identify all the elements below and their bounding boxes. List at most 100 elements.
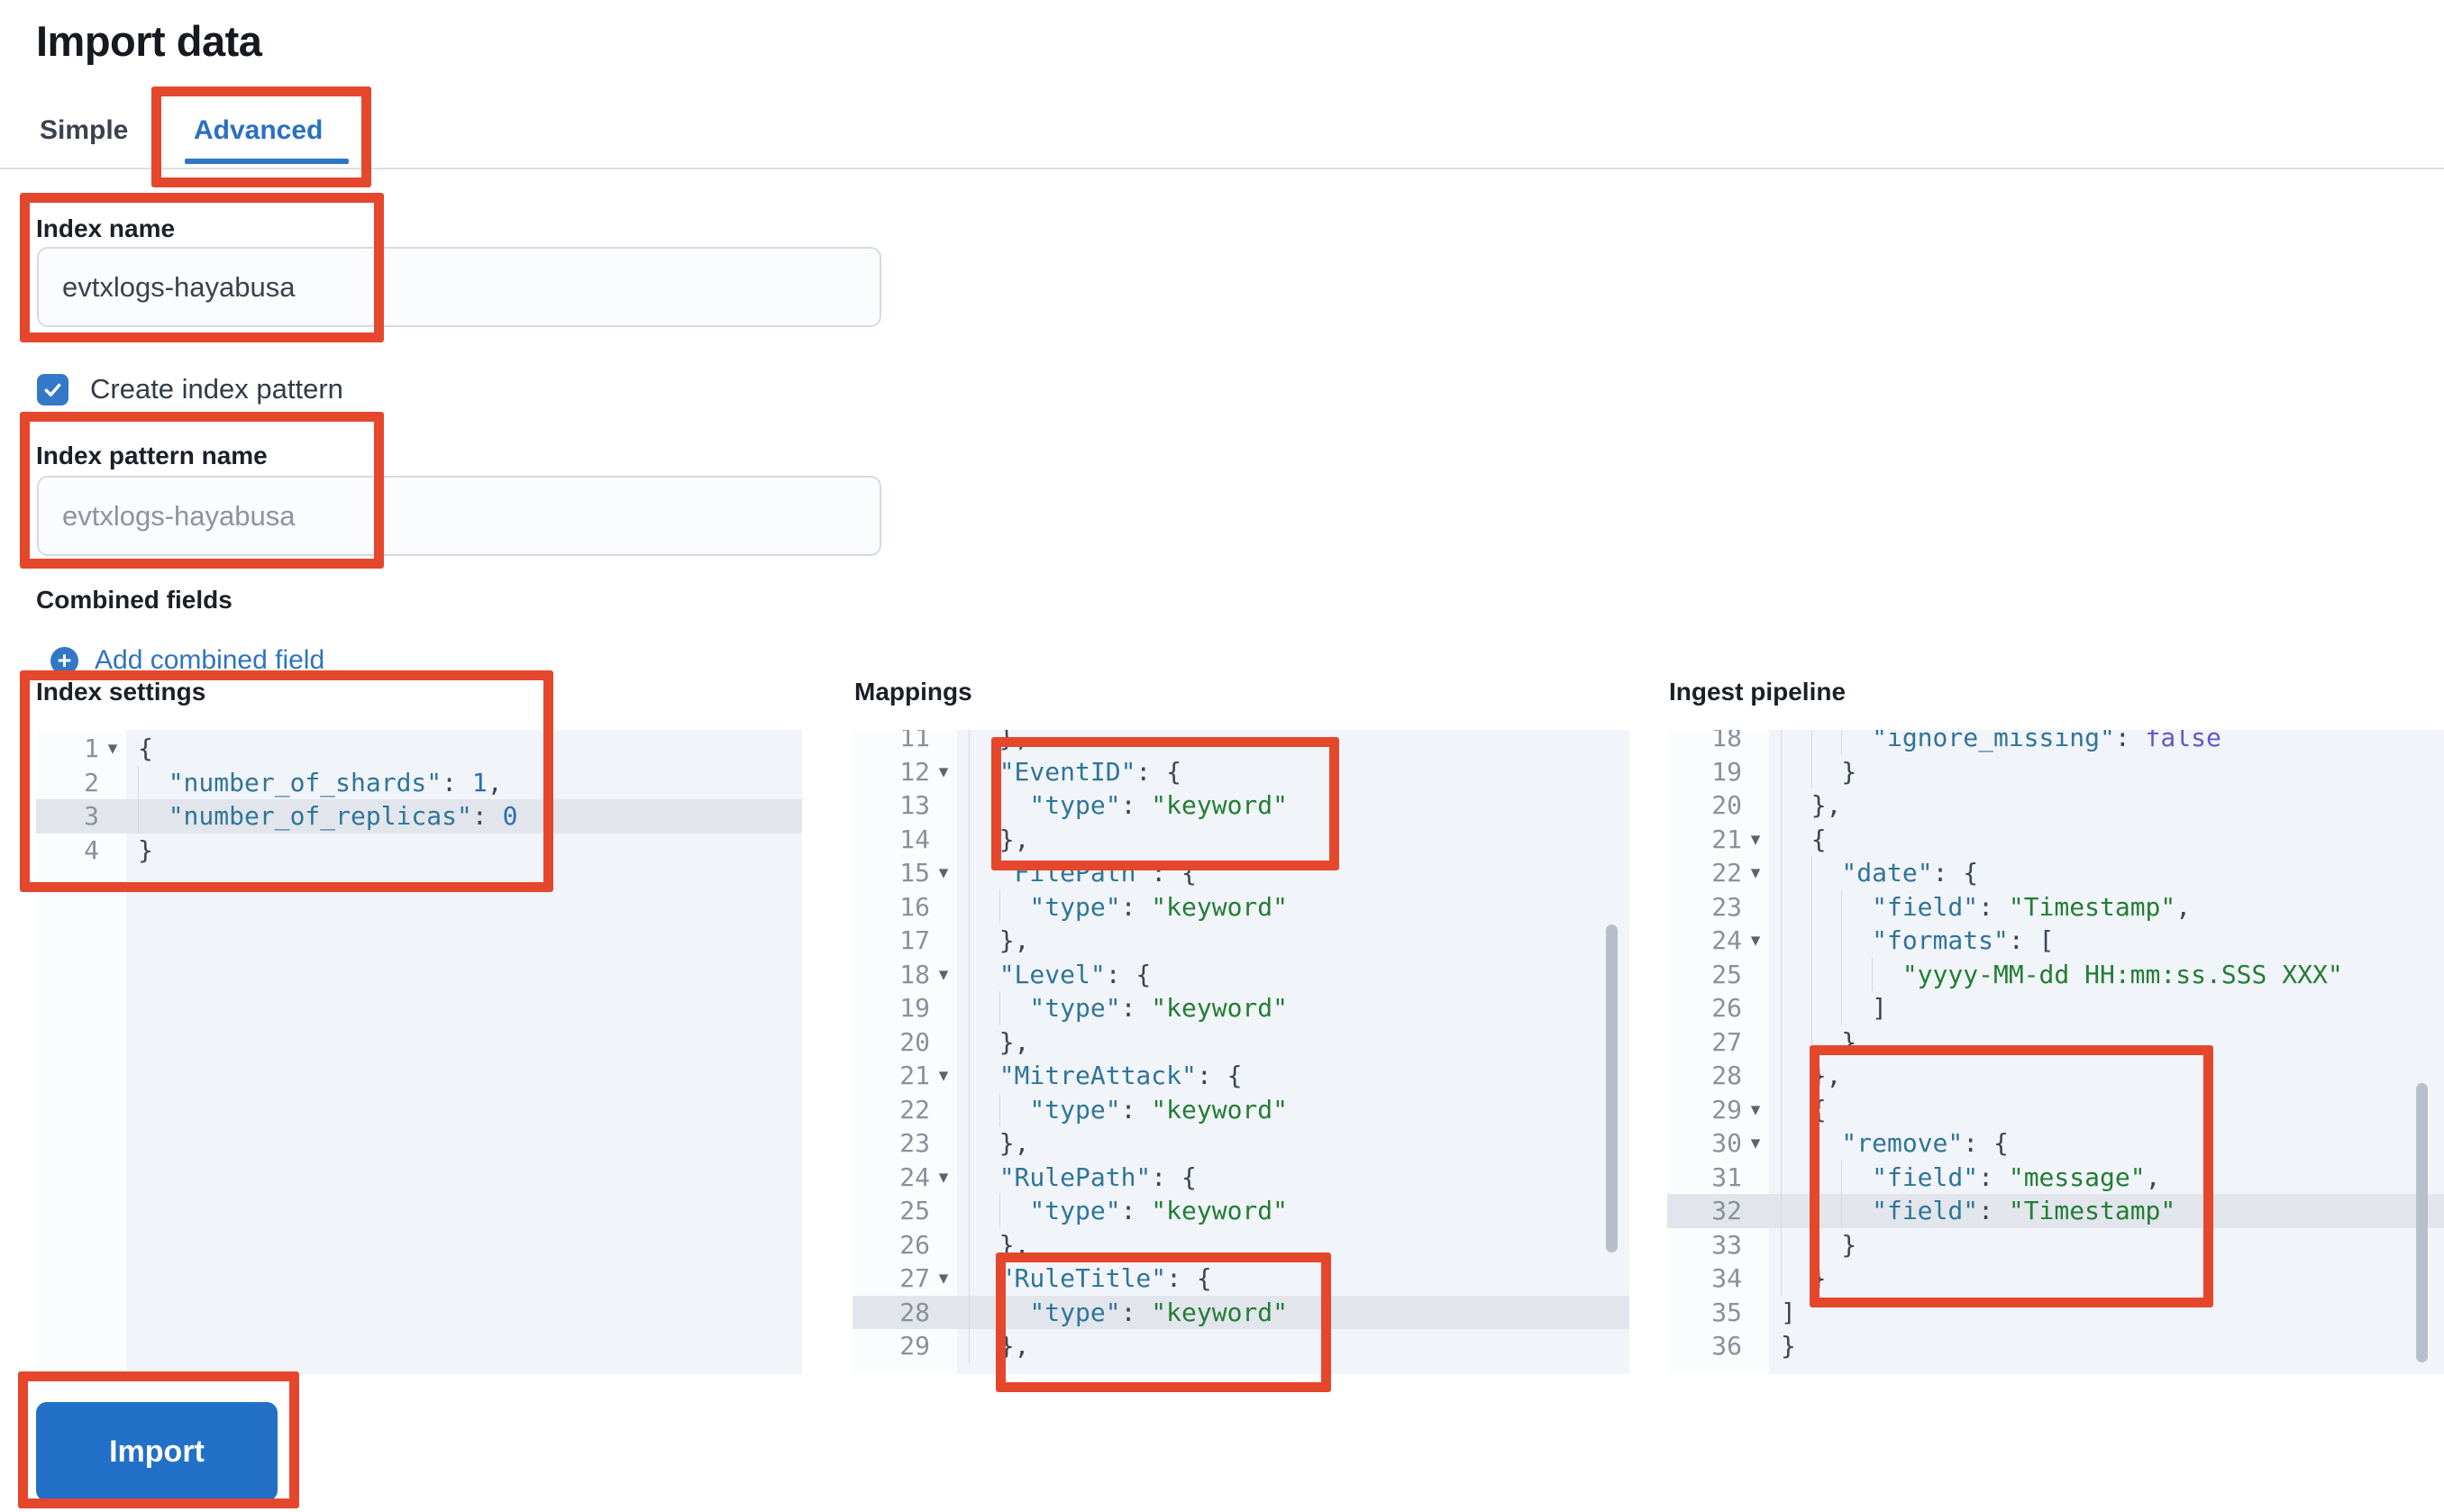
code-line: 27}	[1667, 1025, 2444, 1059]
ingest-pipeline-scrollbar-thumb[interactable]	[2416, 1083, 2428, 1362]
indent-guide	[1781, 856, 1811, 890]
line-number: 20	[1711, 790, 1742, 820]
indent-guide	[969, 1025, 999, 1059]
code-line-content: "type": "keyword"	[957, 889, 1629, 924]
indent-guide	[969, 754, 999, 788]
code-line-content: "MitreAttack": {	[957, 1059, 1629, 1093]
code-line-content: }	[1769, 1262, 2444, 1296]
code-token: : {	[1196, 1061, 1243, 1090]
fold-caret-icon[interactable]: ▾	[938, 1165, 949, 1188]
code-token: "Timestamp"	[2008, 1196, 2176, 1225]
code-token: : [	[2008, 925, 2055, 955]
mappings-editor[interactable]: 11},12▾"EventID": {13"type": "keyword"14…	[853, 730, 1629, 1374]
fold-caret-icon[interactable]: ▾	[938, 962, 949, 985]
fold-caret-icon[interactable]: ▾	[107, 737, 118, 759]
code-line: 24▾"RulePath": {	[853, 1160, 1629, 1194]
line-number: 18	[899, 959, 930, 989]
active-tab-underline	[185, 159, 349, 164]
code-token: 0	[502, 801, 518, 831]
index-name-input[interactable]	[37, 247, 881, 327]
indent-guide	[969, 1262, 999, 1296]
fold-caret-empty	[930, 1329, 957, 1363]
mappings-scrollbar-thumb[interactable]	[1606, 925, 1618, 1252]
code-token: :	[1120, 790, 1152, 820]
fold-caret-icon[interactable]: ▾	[1750, 1132, 1761, 1153]
code-line: 1▾{	[36, 732, 802, 766]
fold-caret-empty	[1742, 1296, 1769, 1330]
code-line-content: }	[1769, 1329, 2444, 1363]
fold-caret-icon[interactable]: ▾	[938, 861, 949, 883]
fold-caret-icon[interactable]: ▾	[938, 760, 949, 782]
indent-guide	[969, 957, 999, 991]
fold-caret-empty	[99, 833, 126, 868]
checkbox-checked-icon[interactable]	[37, 373, 68, 405]
line-number: 14	[899, 824, 930, 854]
indent-guide	[1872, 957, 1902, 991]
indent-guide	[999, 788, 1030, 823]
code-line: 25"yyyy-MM-dd HH:mm:ss.SSS XXX"	[1667, 957, 2444, 991]
code-token: "number_of_replicas"	[168, 801, 472, 831]
tab-advanced[interactable]: Advanced	[194, 115, 324, 145]
fold-caret-empty	[1742, 1329, 1769, 1363]
code-token: : {	[1963, 1128, 2009, 1158]
code-line-content: },	[957, 1025, 1629, 1059]
code-token: : {	[1151, 858, 1197, 888]
add-combined-field-button[interactable]: + Add combined field	[50, 645, 324, 676]
line-number: 25	[899, 1196, 930, 1225]
code-token: "FilePath"	[999, 858, 1152, 888]
indent-guide	[999, 1295, 1030, 1329]
line-number: 35	[1711, 1297, 1742, 1327]
index-settings-editor[interactable]: 1▾{2"number_of_shards": 1,3"number_of_re…	[36, 730, 802, 1374]
code-token: ,	[487, 767, 503, 797]
fold-caret-empty	[1742, 1262, 1769, 1296]
code-token: }	[1810, 1263, 1827, 1293]
code-line: 3"number_of_replicas": 0	[36, 799, 802, 833]
import-button[interactable]: Import	[36, 1402, 278, 1501]
code-line-content: "type": "keyword"	[957, 788, 1629, 823]
line-number: 2	[84, 767, 99, 797]
code-line-content: {	[1769, 1092, 2444, 1126]
code-line-content: "RuleTitle": {	[957, 1262, 1629, 1296]
create-index-pattern-checkbox-row[interactable]: Create index pattern	[37, 373, 343, 405]
code-line-content: },	[1769, 788, 2444, 823]
indent-guide	[1810, 957, 1842, 991]
indent-guide	[1781, 924, 1811, 958]
indent-guide	[1781, 822, 1811, 856]
code-token: "type"	[1029, 790, 1121, 820]
code-token: "type"	[1029, 1196, 1121, 1225]
tab-simple[interactable]: Simple	[40, 115, 129, 145]
code-line: 23"field": "Timestamp",	[1667, 889, 2444, 924]
code-token: "type"	[1029, 891, 1121, 922]
code-token: },	[999, 1128, 1030, 1158]
fold-caret-icon[interactable]: ▾	[1750, 929, 1761, 951]
code-line: 2"number_of_shards": 1,	[36, 765, 802, 799]
code-token: : {	[1151, 1161, 1197, 1192]
fold-caret-icon[interactable]: ▾	[1750, 827, 1761, 850]
combined-fields-label: Combined fields	[36, 586, 233, 614]
indent-guide	[969, 730, 999, 755]
fold-caret-icon[interactable]: ▾	[1750, 861, 1761, 883]
code-token: "keyword"	[1151, 1196, 1288, 1225]
indent-guide	[969, 1092, 999, 1126]
fold-caret-empty	[1742, 755, 1769, 789]
fold-caret-icon[interactable]: ▾	[938, 1064, 949, 1086]
indent-guide	[1810, 730, 1842, 755]
indent-guide	[969, 1329, 999, 1363]
code-token: : {	[1932, 858, 1979, 888]
index-pattern-name-input[interactable]	[37, 476, 881, 556]
line-number: 33	[1711, 1229, 1742, 1260]
code-line-content: }	[1769, 754, 2444, 788]
code-line-content: }	[1769, 1227, 2444, 1262]
code-token: ]	[1781, 1297, 1796, 1327]
line-number: 34	[1711, 1263, 1742, 1293]
fold-caret-icon[interactable]: ▾	[938, 1267, 949, 1289]
indent-guide	[1810, 754, 1842, 788]
code-line: 18"ignore_missing": false	[1667, 730, 2444, 755]
indent-guide	[1781, 754, 1811, 788]
code-token: :	[471, 801, 503, 831]
fold-caret-icon[interactable]: ▾	[1750, 1098, 1761, 1120]
code-line: 12▾"EventID": {	[853, 754, 1629, 788]
line-number: 26	[1711, 993, 1742, 1023]
code-line-content: },	[957, 730, 1629, 755]
